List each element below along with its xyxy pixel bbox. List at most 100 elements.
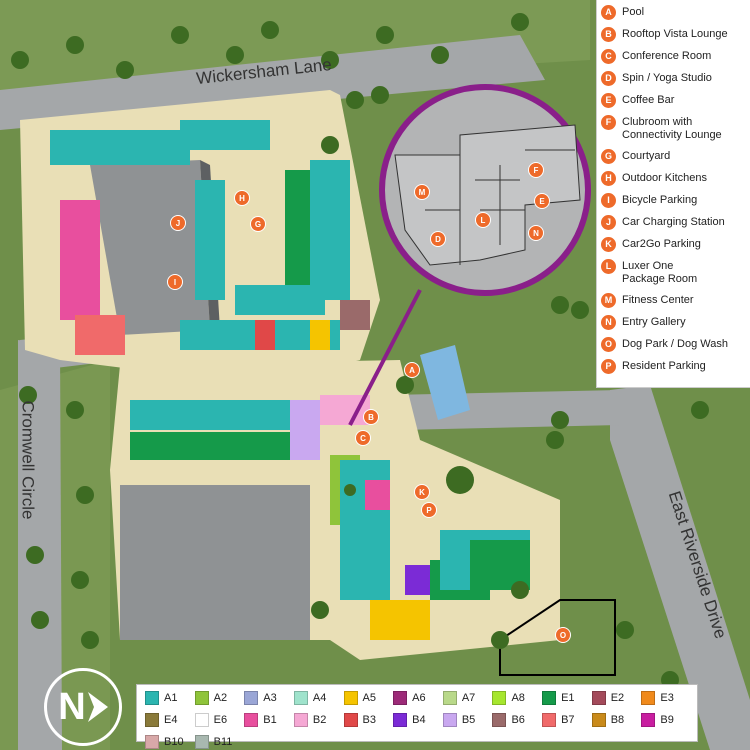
amenity-label: Conference Room — [622, 50, 712, 62]
amenity-badge: L — [601, 259, 616, 274]
unit-code-label: B10 — [164, 736, 184, 748]
unit-code-label: B9 — [660, 714, 674, 726]
unit-swatch — [343, 713, 358, 727]
unit-type-a2: A2 — [194, 691, 245, 705]
amenity-badge: B — [601, 27, 616, 42]
unit-code-label: B11 — [213, 736, 233, 748]
amenity-item-k: K Car2Go Parking — [601, 237, 746, 259]
amenity-item-l: L Luxer One Package Room — [601, 259, 746, 293]
unit-type-e4: E4 — [145, 713, 195, 727]
amenity-badge: I — [601, 193, 616, 208]
amenity-badge: E — [601, 93, 616, 108]
unit-code-label: B1 — [263, 714, 277, 726]
wickersham-lane-road — [0, 35, 545, 130]
unit-code-label: E2 — [610, 692, 625, 704]
amenity-badge: A — [601, 5, 616, 20]
unit-swatch — [591, 691, 606, 705]
unit-type-b11: B11 — [194, 735, 245, 749]
amenity-label: Fitness Center — [622, 294, 694, 306]
unit-code-label: E1 — [561, 692, 575, 704]
amenity-badge: N — [601, 315, 616, 330]
amenity-badge: F — [601, 115, 616, 130]
cromwell-circle-road — [18, 340, 62, 750]
amenity-badge: J — [601, 215, 616, 230]
unit-swatch — [641, 691, 656, 705]
unit-swatch — [393, 691, 408, 705]
unit-swatch — [145, 735, 159, 749]
unit-type-a5: A5 — [343, 691, 394, 705]
inset-marker-d: D — [430, 231, 446, 247]
unit-type-b1: B1 — [244, 713, 294, 727]
site-marker-b: B — [363, 409, 379, 425]
amenity-badge: D — [601, 71, 616, 86]
unit-code-label: B4 — [412, 714, 426, 726]
unit-swatch — [492, 713, 507, 727]
amenity-label: Entry Gallery — [622, 316, 686, 328]
amenity-label: Spin / Yoga Studio — [622, 72, 712, 84]
unit-swatch — [194, 735, 209, 749]
unit-code-label: A4 — [312, 692, 327, 704]
unit-swatch — [244, 691, 259, 705]
inset-marker-f: F — [528, 162, 544, 178]
site-marker-o: O — [555, 627, 571, 643]
parking-lot-south — [120, 485, 310, 640]
north-compass: N — [44, 668, 122, 746]
inset-marker-l: L — [475, 212, 491, 228]
unit-swatch — [542, 713, 557, 727]
amenity-badge: M — [601, 293, 616, 308]
dog-park-outline — [499, 599, 616, 676]
unit-code-label: B5 — [461, 714, 476, 726]
amenity-item-d: D Spin / Yoga Studio — [601, 71, 746, 93]
unit-swatch — [145, 713, 159, 727]
unit-type-e3: E3 — [641, 691, 691, 705]
unit-swatch — [393, 713, 408, 727]
site-marker-c: C — [355, 430, 371, 446]
amenity-label: Car2Go Parking — [622, 238, 701, 250]
amenity-label: Pool — [622, 6, 645, 18]
inset-marker-n: N — [528, 225, 544, 241]
unit-swatch — [244, 713, 259, 727]
unit-code-label: A5 — [362, 692, 376, 704]
unit-code-label: A3 — [263, 692, 277, 704]
amenity-label: Courtyard — [622, 150, 671, 162]
site-marker-p: P — [421, 502, 437, 518]
unit-type-b10: B10 — [145, 735, 195, 749]
amenity-badge: P — [601, 359, 616, 374]
unit-code-label: A7 — [461, 692, 476, 704]
amenity-item-b: B Rooftop Vista Lounge — [601, 27, 746, 49]
unit-swatch — [293, 691, 308, 705]
amenity-item-n: N Entry Gallery — [601, 315, 746, 337]
inset-marker-e: E — [534, 193, 550, 209]
unit-type-b7: B7 — [542, 713, 592, 727]
inset-floor-plan — [394, 124, 581, 266]
unit-swatch — [293, 713, 308, 727]
unit-swatch — [442, 713, 457, 727]
unit-type-b4: B4 — [393, 713, 443, 727]
unit-swatch — [343, 691, 358, 705]
amenity-label: Clubroom with Connectivity Lounge — [622, 116, 722, 141]
amenity-label: Rooftop Vista Lounge — [622, 28, 728, 40]
east-riverside-drive-road — [610, 385, 750, 750]
amenity-item-m: M Fitness Center — [601, 293, 746, 315]
amenity-item-f: F Clubroom with Connectivity Lounge — [601, 115, 746, 149]
amenity-label: Luxer One Package Room — [622, 260, 698, 285]
unit-code-label: E3 — [660, 692, 674, 704]
unit-code-label: B2 — [312, 714, 327, 726]
unit-type-a1: A1 — [145, 691, 195, 705]
unit-swatch — [194, 713, 209, 727]
unit-code-label: B6 — [511, 714, 525, 726]
unit-code-label: A2 — [213, 692, 228, 704]
site-marker-h: H — [234, 190, 250, 206]
site-marker-i: I — [167, 274, 183, 290]
unit-swatch — [194, 691, 209, 705]
site-marker-k: K — [414, 484, 430, 500]
trees — [11, 13, 709, 689]
inset-marker-m: M — [414, 184, 430, 200]
amenity-badge: K — [601, 237, 616, 252]
